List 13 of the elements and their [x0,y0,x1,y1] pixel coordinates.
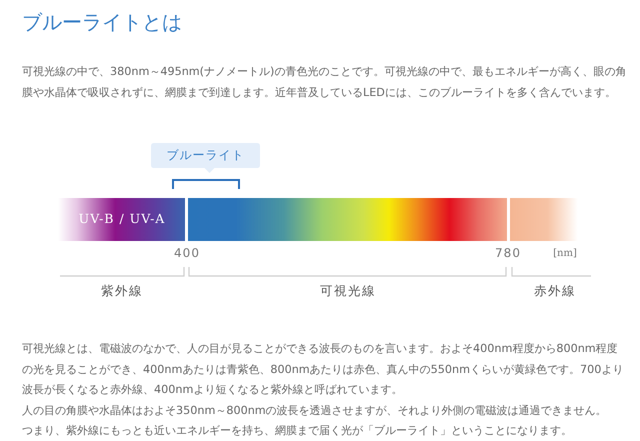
body-paragraph: つまり、紫外線にもっとも近いエネルギーを持ち、網膜まで届く光が「ブルーライト」ということになります。 [22,423,573,439]
unit-label: [nm] [552,247,578,261]
band-label: UV-B / UV-A [78,210,166,228]
body-paragraph: 可視光線とは、電磁波のなかで、人の目が見ることができる波長のものを言います。およそ400nm程度から800nm程度の光を見ることができ、400nmあたりは青紫色、800nmあたりは赤色、真ん中の550nmくらいが黄緑色です。700より波長が長くなると赤外線、400nmより短くなると紫外線と呼ばれています。 [22,341,624,398]
range-label: 紫外線 [100,282,144,300]
page-title: ブルーライトとは [22,10,182,34]
range-label: 可視光線 [319,282,377,300]
wavelength-tick: 400 [173,245,201,261]
callout-bubble: ブルーライト [151,143,260,173]
intro-paragraph: 可視光線の中で、380nm～495nm(ナノメートル)の青色光のことです。可視光線の中で、最もエネルギーが高く、眼の角膜や水晶体で吸収されずに、網膜まで到達します。近年普及しているLEDには、このブルーライトを多く含んでいます。 [22,64,627,100]
range-label: 赤外線 [533,282,577,300]
wavelength-tick: 780 [494,245,522,261]
body-paragraph: 人の目の角膜や水晶体はおよそ350nm～800nmの波長を透過させますが、それより外側の電磁波は通過できません。 [22,402,608,418]
